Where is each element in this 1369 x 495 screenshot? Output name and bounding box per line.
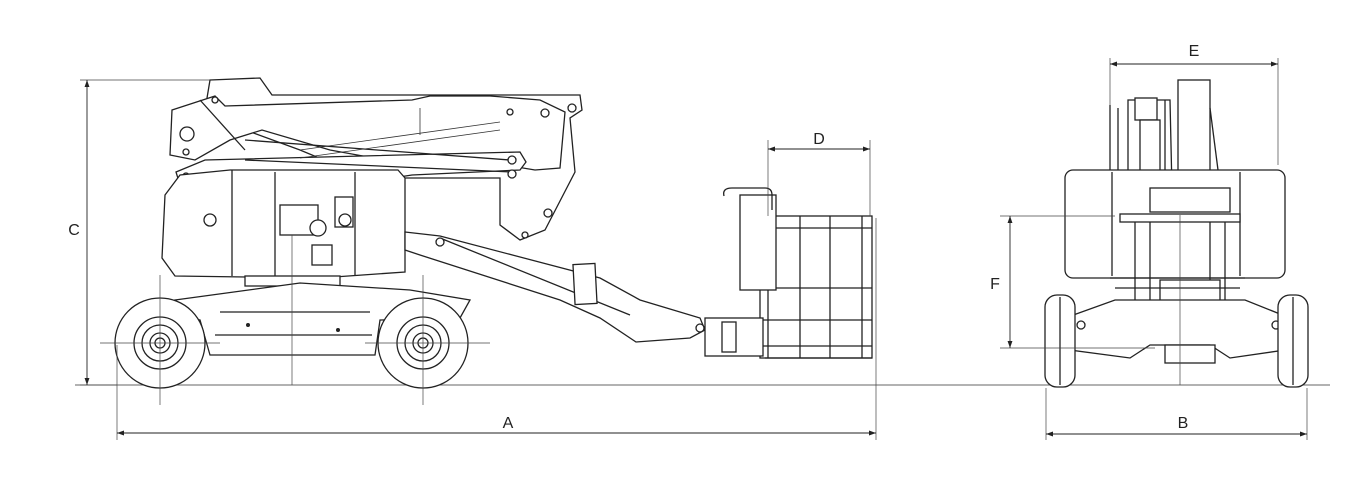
rear-view: B E F <box>990 43 1309 440</box>
dimension-label-c: C <box>68 222 80 239</box>
dimension-f: F <box>990 215 1155 349</box>
dimension-e: E <box>1109 43 1279 165</box>
side-view: A C D <box>68 77 1330 440</box>
dimension-label-f: F <box>990 276 1000 293</box>
platform-cage <box>704 187 873 359</box>
dimension-label-d: D <box>813 131 825 148</box>
dimension-label-b: B <box>1178 415 1189 432</box>
rear-wheel-left <box>1044 294 1076 388</box>
rear-chassis <box>1064 299 1291 364</box>
dimension-c: C <box>68 79 210 386</box>
jib-boom <box>404 231 706 343</box>
dimension-label-e: E <box>1189 43 1200 60</box>
dimension-d: D <box>767 131 871 216</box>
dimension-label-a: A <box>503 415 514 432</box>
turntable <box>161 169 406 287</box>
dimension-b: B <box>1045 388 1308 440</box>
upper-boom <box>169 77 583 241</box>
center-lines <box>100 235 490 405</box>
rear-wheel-right <box>1277 294 1309 388</box>
dimension-a: A <box>116 218 877 440</box>
